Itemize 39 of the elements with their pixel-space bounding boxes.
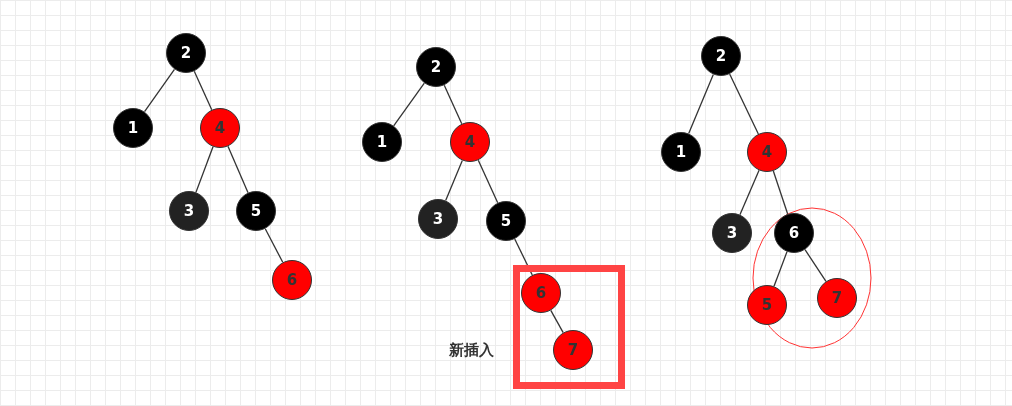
tree-edge (688, 73, 714, 135)
tree-node: 3 (169, 191, 209, 231)
tree-node: 5 (486, 201, 526, 241)
tree-edge (443, 84, 463, 125)
tree-node: 5 (747, 285, 787, 325)
tree-edge (477, 159, 499, 204)
tree-edge (514, 238, 533, 276)
tree-edge (193, 70, 213, 111)
tree-edge (143, 68, 176, 113)
tree-edge (550, 309, 564, 334)
tree-node: 3 (418, 199, 458, 239)
tree-node: 2 (701, 36, 741, 76)
tree-node: 6 (272, 260, 312, 300)
tree-node: 4 (450, 122, 490, 162)
tree-node: 2 (166, 33, 206, 73)
tree-edge (445, 159, 463, 202)
highlight-frame (513, 265, 625, 389)
tree-edge (195, 146, 214, 193)
tree-node: 6 (774, 213, 814, 253)
tree-node: 6 (521, 273, 561, 313)
tree-edge (227, 145, 249, 194)
tree-node: 4 (200, 108, 240, 148)
tree-node: 1 (113, 108, 153, 148)
tree-node: 2 (416, 47, 456, 87)
tree-edge (393, 82, 425, 127)
tree-edge (772, 170, 789, 215)
tree-edge (773, 251, 788, 287)
tree-node: 7 (817, 278, 857, 318)
tree-node: 4 (747, 132, 787, 172)
tree-edge (739, 169, 760, 216)
tree-node: 7 (553, 330, 593, 370)
tree-edge (264, 228, 284, 263)
tree-node: 3 (712, 213, 752, 253)
tree-edge (804, 249, 827, 282)
tree-node: 1 (661, 132, 701, 172)
tree-node: 1 (362, 122, 402, 162)
tree-node: 5 (236, 191, 276, 231)
tree-edge (729, 73, 759, 135)
annotation-text: 新插入 (449, 341, 494, 360)
